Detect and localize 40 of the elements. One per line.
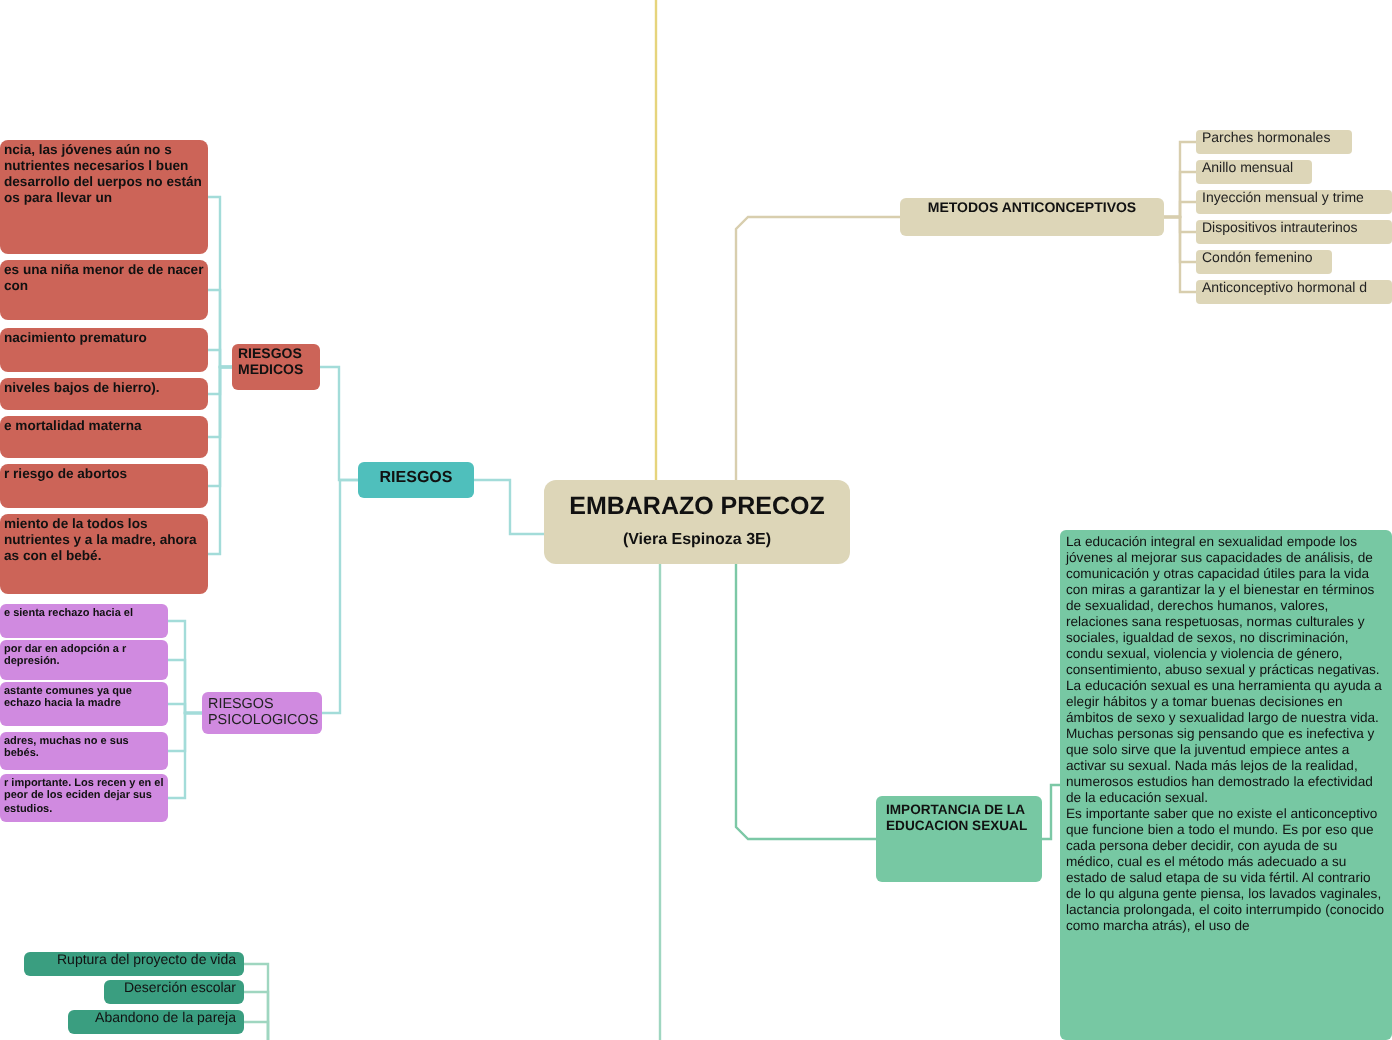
topic-box — [876, 796, 1042, 882]
central-topic-box — [544, 480, 850, 564]
note-box — [0, 464, 208, 508]
author-subtitle: (Viera Espinoza 3E) — [620, 529, 774, 549]
note-box — [0, 640, 168, 680]
topic-box — [68, 1010, 244, 1034]
connector-line — [322, 478, 358, 715]
note-box — [0, 604, 168, 638]
text-box — [1060, 530, 1392, 1040]
topic-box — [232, 344, 320, 390]
note-box — [0, 732, 168, 770]
topic-title: EMBARAZO PRECOZ — [567, 492, 827, 522]
topic-box — [900, 198, 1164, 236]
connector-line — [244, 1020, 270, 1040]
connector-line — [168, 711, 202, 800]
topic-box — [1196, 130, 1352, 154]
topic-box — [1196, 190, 1392, 214]
connector-line — [1042, 783, 1060, 841]
note-box — [0, 416, 208, 458]
note-box — [0, 682, 168, 726]
connector-line — [1164, 215, 1196, 294]
node-text: RIESGOS — [377, 468, 455, 487]
topic-box — [358, 462, 474, 498]
connector-line — [208, 365, 232, 556]
connector-line — [474, 478, 544, 536]
topic-box — [1196, 220, 1392, 244]
topic-box — [1196, 280, 1392, 304]
connector-line — [654, 0, 658, 480]
note-box — [0, 514, 208, 594]
note-box — [0, 328, 208, 372]
topic-box — [1196, 250, 1332, 274]
note-box — [0, 260, 208, 320]
note-box — [0, 140, 208, 254]
topic-box — [104, 980, 244, 1004]
connector-line — [734, 564, 876, 841]
topic-box — [1196, 160, 1312, 184]
note-box — [0, 378, 208, 410]
connector-line — [734, 215, 900, 480]
connector-line — [658, 564, 662, 1040]
topic-box — [24, 952, 244, 976]
